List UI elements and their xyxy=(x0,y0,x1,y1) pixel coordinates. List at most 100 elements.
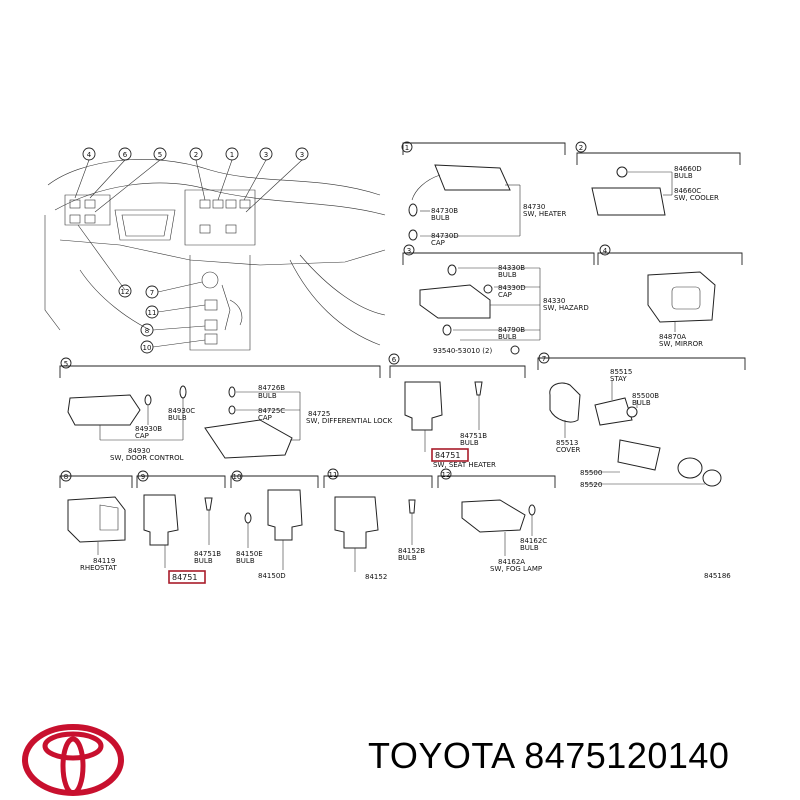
part-desc: SW, MIRROR xyxy=(659,340,703,348)
callout-circle xyxy=(145,285,159,299)
part-desc: BULB xyxy=(632,399,651,407)
callout-label: 10 xyxy=(143,344,152,352)
toyota-logo-icon xyxy=(22,724,124,796)
callout-circle xyxy=(295,147,309,161)
section-number: 9 xyxy=(141,473,145,481)
bulb-part xyxy=(179,385,187,399)
highlight-box xyxy=(431,448,469,462)
section-number: 11 xyxy=(329,471,338,479)
section-4: 4 84870A SW, MIRROR xyxy=(597,244,743,348)
part-desc: STAY xyxy=(610,375,627,383)
callout-circle xyxy=(140,340,154,354)
cap-part xyxy=(144,394,152,406)
part-code: 84152 xyxy=(365,573,387,581)
callout-label: 6 xyxy=(123,151,128,159)
part-code: 84730 xyxy=(523,203,545,211)
part-desc: BULB xyxy=(674,172,693,180)
part-code: 84870A xyxy=(659,333,686,341)
part-desc: BULB xyxy=(431,214,450,222)
part-desc: SW, DOOR CONTROL xyxy=(110,454,184,462)
part-code: 84660D xyxy=(674,165,702,173)
mirror-switch-part xyxy=(647,271,716,323)
part-code: 84751B xyxy=(460,432,487,440)
part-code: 84660C xyxy=(674,187,701,195)
callout-label: 5 xyxy=(158,151,162,159)
part-code: 84162A xyxy=(498,558,525,566)
part-code: 85500B xyxy=(632,392,659,400)
part-code: 84162C xyxy=(520,537,547,545)
section-2: 2 84660D BULB 84660C SW, COOLER xyxy=(575,141,741,216)
section-12: 12 84162C BULB 84162A SW, FOG LAMP xyxy=(437,468,556,573)
callout-circle xyxy=(118,147,132,161)
part-code: 84930 xyxy=(128,447,150,455)
section-number: 10 xyxy=(233,473,242,481)
part-desc: CAP xyxy=(431,239,445,247)
hazard-switch-part xyxy=(419,284,491,319)
switch-part xyxy=(334,496,379,549)
part-code: 84726B xyxy=(258,384,285,392)
cap-part xyxy=(228,405,236,415)
part-code-highlighted: 84751 xyxy=(435,451,460,460)
section-number: 4 xyxy=(603,247,608,255)
part-code: 84730D xyxy=(431,232,459,240)
part-desc: BULB xyxy=(194,557,213,565)
stay-part xyxy=(594,397,633,426)
callout-circle xyxy=(153,147,167,161)
callout-label: 2 xyxy=(194,151,198,159)
part-code: 84930C xyxy=(168,407,195,415)
part-code: 84725C xyxy=(258,407,285,415)
cap-part xyxy=(483,284,493,294)
brand-part-number: TOYOTA 8475120140 xyxy=(368,735,729,777)
part-code: 84150E xyxy=(236,550,263,558)
section-number: 8 xyxy=(64,473,68,481)
fog-lamp-switch-part xyxy=(461,499,526,533)
section-number: 2 xyxy=(579,144,583,152)
brand-name: TOYOTA xyxy=(368,735,514,776)
cooler-switch-part xyxy=(591,187,666,216)
bulb-part xyxy=(228,386,236,398)
part-desc: SW, COOLER xyxy=(674,194,719,202)
section-number: 12 xyxy=(442,471,451,479)
callout-label: 11 xyxy=(148,309,157,317)
bulb-part xyxy=(616,166,628,178)
socket-part xyxy=(617,439,661,471)
part-code: 84152B xyxy=(398,547,425,555)
highlight-box xyxy=(168,570,206,584)
part-code: 84330D xyxy=(498,284,526,292)
part-code: 84119 xyxy=(93,557,115,565)
section-number: 1 xyxy=(405,144,409,152)
section-7: 7 85515 STAY 85500B BULB 85513 COVER 855… xyxy=(537,352,746,489)
part-code-highlighted: 84751 xyxy=(172,573,197,582)
part-desc: BULB xyxy=(498,271,517,279)
callout-label: 8 xyxy=(145,327,149,335)
part-code: 84330 xyxy=(543,297,565,305)
part-code: 84930B xyxy=(135,425,162,433)
part-desc: BULB xyxy=(258,392,277,400)
section-8: 8 84119 RHEOSTAT xyxy=(59,470,133,572)
part-desc: BULB xyxy=(498,333,517,341)
bulb-part xyxy=(442,324,452,336)
part-number: 8475120140 xyxy=(524,735,730,776)
part-desc: CAP xyxy=(135,432,149,440)
section-11: 11 84152B BULB 84152 xyxy=(323,468,433,581)
section-9: 9 84751B BULB 84751 xyxy=(136,470,226,584)
part-desc: SW, SEAT HEATER xyxy=(433,461,496,469)
part-desc: RHEOSTAT xyxy=(80,564,117,572)
bulb-part xyxy=(408,499,416,514)
part-desc: BULB xyxy=(520,544,539,552)
part-code: 84751B xyxy=(194,550,221,558)
callout-circle xyxy=(189,147,203,161)
part-desc: CAP xyxy=(258,414,272,422)
cover-part xyxy=(549,382,581,423)
part-desc: BULB xyxy=(236,557,255,565)
seat-heater-switch-part xyxy=(404,381,443,431)
section-3: 3 84330B BULB 84330D CAP 84330 SW, HAZAR… xyxy=(402,244,595,355)
bulb-part xyxy=(408,203,418,217)
part-code: 85520 xyxy=(580,481,602,489)
section-number: 3 xyxy=(407,247,411,255)
bulb-part xyxy=(447,264,457,276)
heater-switch-part xyxy=(434,164,511,191)
part-desc: BULB xyxy=(168,414,187,422)
part-desc: CAP xyxy=(498,291,512,299)
